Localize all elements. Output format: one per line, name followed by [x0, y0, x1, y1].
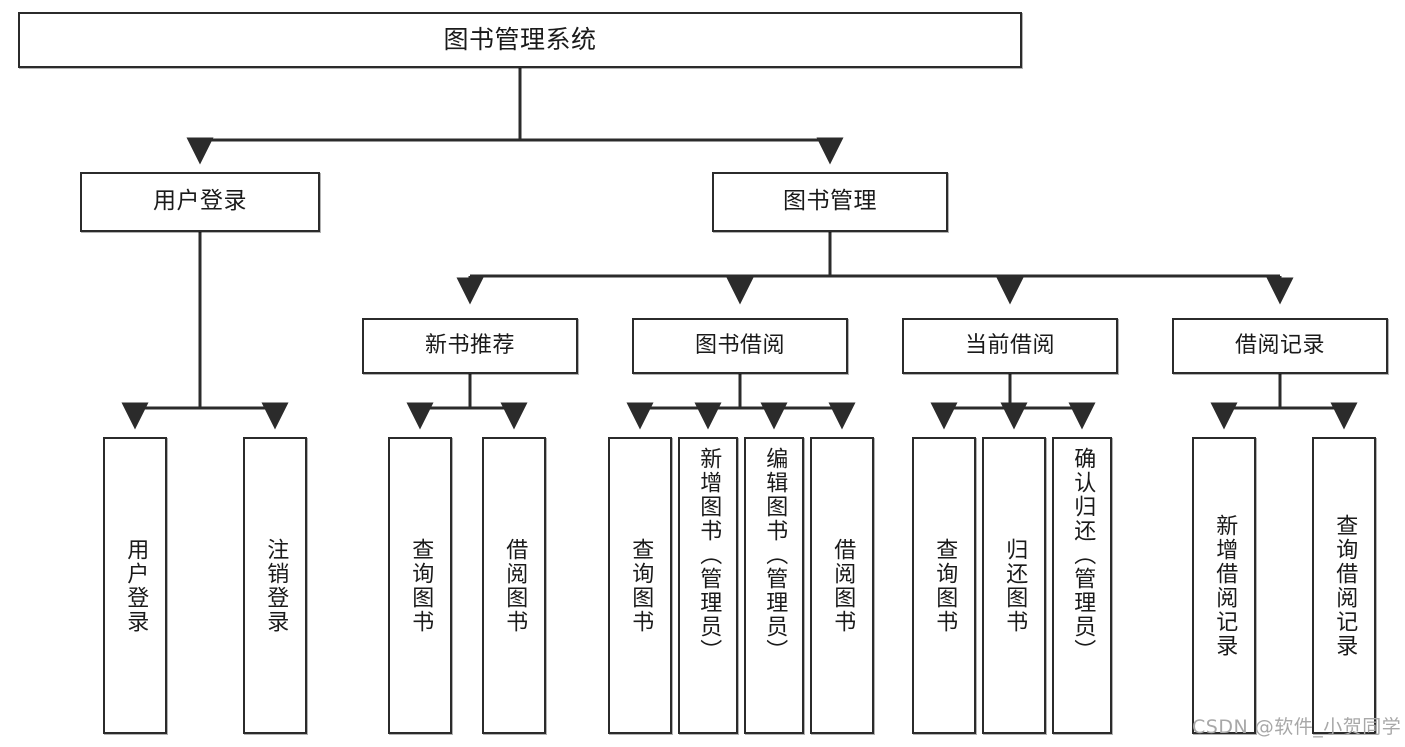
node-system-root-label: 图书管理系统 — [443, 25, 597, 55]
node-leaf-return-book[interactable]: 归还图书 — [982, 437, 1046, 734]
node-leaf-query-book-3[interactable]: 查询图书 — [912, 437, 976, 734]
node-new-book-recommend-label: 新书推荐 — [424, 333, 515, 359]
node-leaf-query-book-1[interactable]: 查询图书 — [388, 437, 452, 734]
node-leaf-query-book-2-label: 查询图书 — [628, 537, 654, 634]
node-borrow-record[interactable]: 借阅记录 — [1172, 318, 1388, 374]
node-book-borrow[interactable]: 图书借阅 — [632, 318, 848, 374]
node-leaf-add-book-admin[interactable]: 新增图书（管理员） — [678, 437, 738, 734]
node-leaf-return-book-label: 归还图书 — [1002, 537, 1028, 634]
node-book-management-label: 图书管理 — [783, 188, 877, 215]
node-leaf-user-login[interactable]: 用户登录 — [103, 437, 167, 734]
node-leaf-edit-book-admin[interactable]: 编辑图书（管理员） — [744, 437, 804, 734]
node-leaf-add-borrow-record[interactable]: 新增借阅记录 — [1192, 437, 1256, 734]
node-leaf-edit-book-admin-label: 编辑图书（管理员） — [762, 447, 788, 663]
node-leaf-logout-login[interactable]: 注销登录 — [243, 437, 307, 734]
node-new-book-recommend[interactable]: 新书推荐 — [362, 318, 578, 374]
node-current-borrow[interactable]: 当前借阅 — [902, 318, 1118, 374]
node-leaf-borrow-book-1-label: 借阅图书 — [502, 537, 528, 634]
node-leaf-borrow-book-2-label: 借阅图书 — [830, 537, 856, 634]
node-leaf-query-book-1-label: 查询图书 — [408, 537, 434, 634]
node-leaf-query-book-3-label: 查询图书 — [932, 537, 958, 634]
node-book-management[interactable]: 图书管理 — [712, 172, 948, 232]
node-leaf-query-borrow-record-label: 查询借阅记录 — [1332, 513, 1358, 658]
node-leaf-confirm-return-admin-label: 确认归还（管理员） — [1070, 447, 1096, 663]
node-book-borrow-label: 图书借阅 — [694, 333, 785, 359]
node-leaf-query-book-2[interactable]: 查询图书 — [608, 437, 672, 734]
csdn-watermark: CSDN @软件_小贺同学 — [1192, 716, 1402, 738]
node-leaf-user-login-label: 用户登录 — [123, 537, 149, 634]
node-system-root[interactable]: 图书管理系统 — [18, 12, 1022, 68]
node-leaf-add-book-admin-label: 新增图书（管理员） — [696, 447, 722, 663]
node-user-login-label: 用户登录 — [153, 188, 247, 215]
node-current-borrow-label: 当前借阅 — [964, 333, 1055, 359]
node-leaf-add-borrow-record-label: 新增借阅记录 — [1212, 513, 1238, 658]
node-leaf-borrow-book-1[interactable]: 借阅图书 — [482, 437, 546, 734]
node-leaf-logout-login-label: 注销登录 — [263, 537, 289, 634]
node-leaf-borrow-book-2[interactable]: 借阅图书 — [810, 437, 874, 734]
node-leaf-query-borrow-record[interactable]: 查询借阅记录 — [1312, 437, 1376, 734]
node-user-login[interactable]: 用户登录 — [80, 172, 320, 232]
node-borrow-record-label: 借阅记录 — [1234, 333, 1325, 359]
node-leaf-confirm-return-admin[interactable]: 确认归还（管理员） — [1052, 437, 1112, 734]
